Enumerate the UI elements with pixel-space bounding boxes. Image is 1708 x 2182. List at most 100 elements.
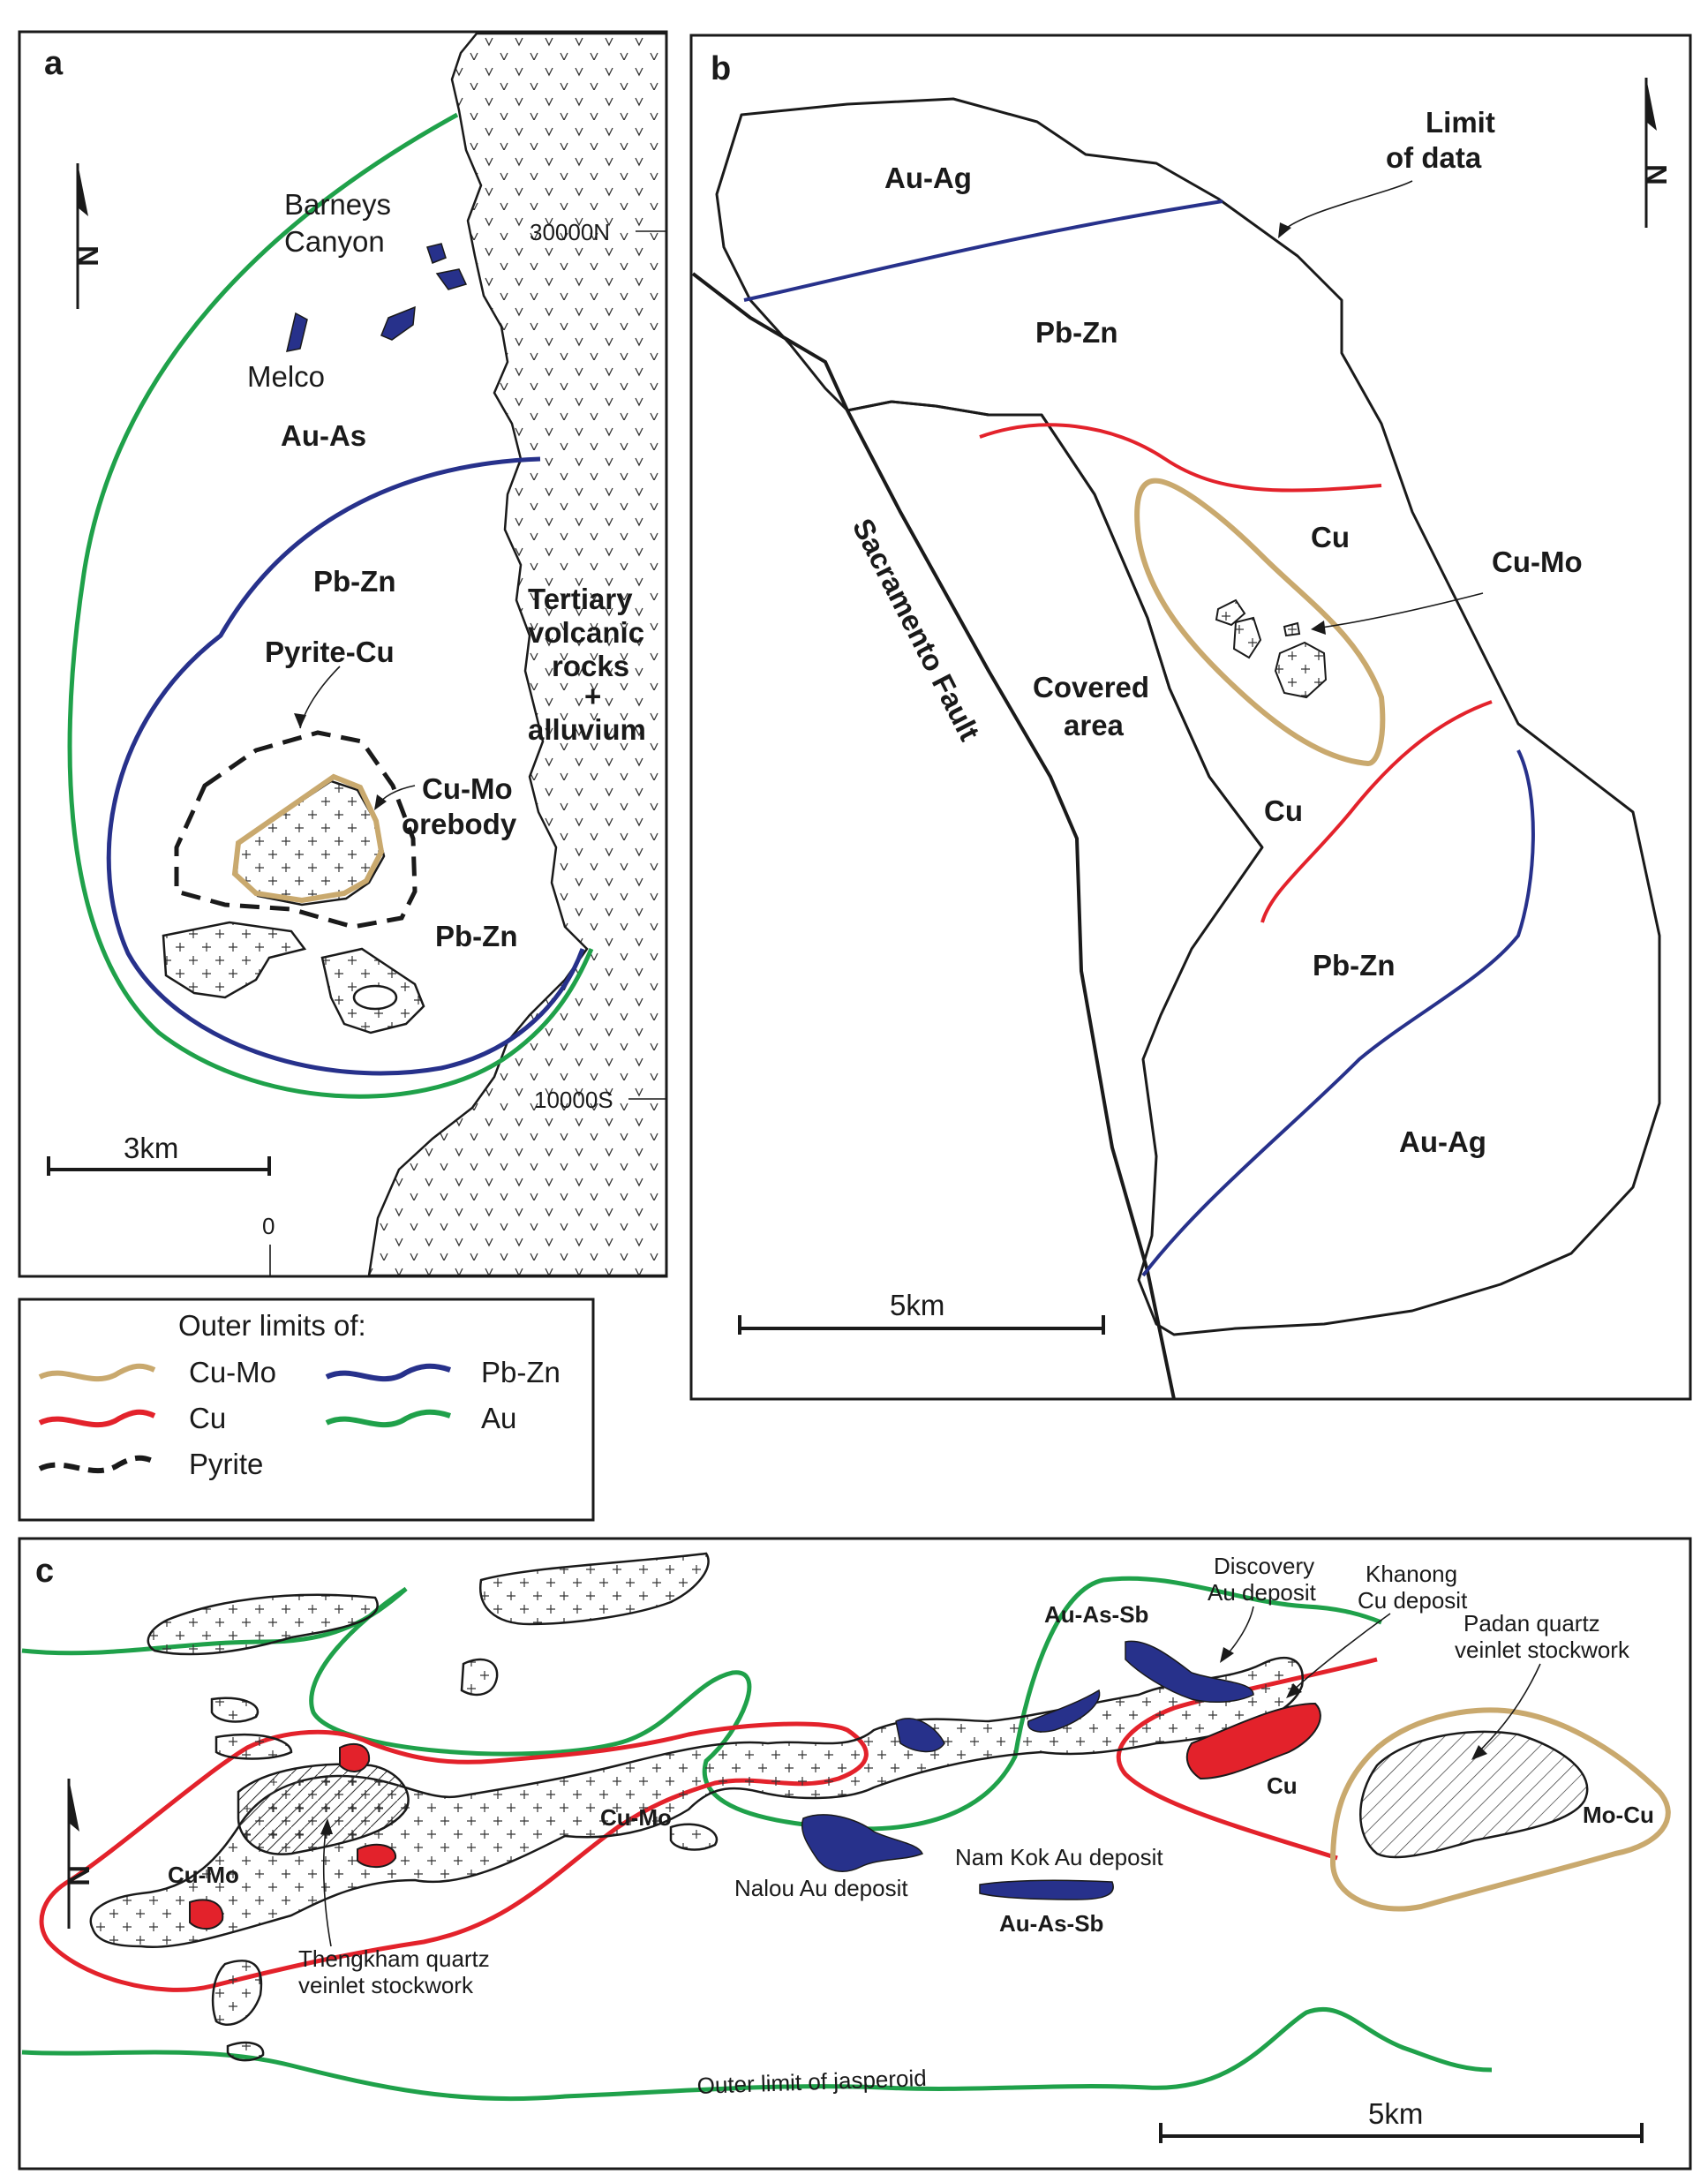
au-deposit-c xyxy=(895,1718,945,1753)
limit-of-data-outline xyxy=(715,97,1661,1336)
leader-arrow xyxy=(1279,180,1413,235)
arrowhead xyxy=(1311,621,1326,635)
intrusive-body-c xyxy=(478,1552,710,1626)
khanong-label: Khanong xyxy=(1366,1561,1457,1587)
pb-zn-lower-label: Pb-Zn xyxy=(435,920,517,952)
khanong-label: Cu deposit xyxy=(1358,1587,1468,1614)
cu-mo-intrusive xyxy=(1283,621,1301,637)
cu-mo-intrusive xyxy=(1274,641,1328,699)
mo-cu-label: Mo-Cu xyxy=(1583,1802,1654,1828)
nalou-label: Nalou Au deposit xyxy=(734,1875,908,1901)
north-arrow: N xyxy=(71,163,104,309)
covered-area-label: area xyxy=(1064,709,1125,741)
legend-swatch-cu xyxy=(38,1409,156,1428)
jasperoid-limit xyxy=(21,2006,1493,2102)
scale-label-a: 3km xyxy=(124,1132,178,1164)
padan-stockwork xyxy=(1359,1730,1589,1859)
legend-swatch-au xyxy=(325,1409,451,1428)
intrusive-body xyxy=(162,921,307,999)
grid-label-30000n: 30000N xyxy=(530,219,610,245)
legend-swatch-cu-mo xyxy=(38,1363,156,1382)
pyrite-cu-label: Pyrite-Cu xyxy=(265,636,395,668)
pb-zn-au-ag-boundary xyxy=(1141,749,1535,1277)
cu-mo-left-label: Cu-Mo xyxy=(168,1862,239,1888)
tertiary-label: volcanic xyxy=(528,616,644,649)
cu-mo-intrusive xyxy=(1215,598,1246,627)
intrusive-belt xyxy=(89,1656,1305,1948)
panel-a-letter: a xyxy=(44,45,64,82)
pb-zn-cu-boundary-upper xyxy=(979,423,1382,493)
scale-label-b: 5km xyxy=(890,1289,944,1321)
legend-label-cu-mo: Cu-Mo xyxy=(189,1356,276,1388)
arrowhead xyxy=(1286,1683,1302,1698)
north-arrow: N xyxy=(63,1779,95,1929)
arrowhead xyxy=(374,794,387,810)
legend-swatch-pb-zn xyxy=(325,1363,451,1382)
au-as-sb-bottom-label: Au-As-Sb xyxy=(999,1910,1103,1937)
intrusive-body-c xyxy=(210,1697,260,1723)
discovery-au-deposit xyxy=(1125,1640,1254,1704)
scale-label-c: 5km xyxy=(1368,2097,1423,2130)
covered-area-label: Covered xyxy=(1033,671,1149,704)
thengkham-stockwork xyxy=(237,1763,410,1855)
legend-swatch-pyrite xyxy=(38,1455,156,1474)
pyrite-limit-line xyxy=(174,730,418,929)
jasperoid-label: Outer limit of jasperoid xyxy=(696,2065,927,2099)
tertiary-label: alluvium xyxy=(528,713,646,746)
pb-zn-top-label: Pb-Zn xyxy=(1035,316,1117,349)
au-as-sb-top-label: Au-As-Sb xyxy=(1044,1601,1148,1628)
scale-bar-b: 5km xyxy=(738,1289,1105,1335)
padan-cu-mo-limit xyxy=(1329,1707,1671,1912)
au-deposit xyxy=(380,305,416,341)
sacramento-fault-line xyxy=(691,272,1176,1400)
tertiary-volcanic-area xyxy=(367,32,668,1277)
au-limit-line xyxy=(67,112,594,1099)
panel-b: b Au-Ag Pb-Zn Limit of data Cu Cu-Mo Cov… xyxy=(689,34,1692,1401)
leader-arrow xyxy=(1288,1613,1391,1696)
cu-mo-label: Cu-Mo xyxy=(1492,546,1583,578)
pb-zn-limit-line xyxy=(106,456,585,1076)
intrusive-body-c xyxy=(460,1658,499,1697)
north-arrow: N xyxy=(1640,78,1673,228)
intrusive-body-c xyxy=(214,1733,293,1760)
au-limit-upper xyxy=(21,1576,1382,1832)
intrusive-body-inner xyxy=(352,984,398,1011)
cu-mo-orebody-label: Cu-Mo xyxy=(422,772,513,805)
legend-title: Outer limits of: xyxy=(178,1309,366,1342)
intrusive-body-c xyxy=(147,1593,379,1656)
thengkham-label: veinlet stockwork xyxy=(298,1972,474,1998)
tertiary-label: Tertiary xyxy=(528,583,633,615)
legend-label-pyrite: Pyrite xyxy=(189,1448,263,1480)
legend-label-cu: Cu xyxy=(189,1402,226,1434)
intrusive-body-c xyxy=(669,1823,719,1851)
cu-deposit xyxy=(339,1742,371,1772)
leader-arrow xyxy=(1314,592,1484,629)
scale-bar-c: 5km xyxy=(1159,2097,1644,2143)
thengkham-label: Thengkham quartz xyxy=(298,1945,490,1972)
nam-kok-label: Nam Kok Au deposit xyxy=(955,1844,1163,1870)
tertiary-label: + xyxy=(584,680,601,712)
melco-label: Melco xyxy=(247,360,325,393)
cu-deposit xyxy=(189,1899,224,1930)
au-ag-top-label: Au-Ag xyxy=(884,162,972,194)
scale-bar-a: 3km xyxy=(47,1132,271,1176)
intrusive-body-c xyxy=(226,2041,265,2062)
pb-zn-bottom-label: Pb-Zn xyxy=(1313,949,1395,982)
pb-zn-upper-label: Pb-Zn xyxy=(313,565,395,598)
north-label: N xyxy=(63,1865,95,1886)
au-as-label: Au-As xyxy=(281,419,366,452)
nalou-au-deposit xyxy=(801,1814,923,1872)
arrowhead xyxy=(1471,1745,1487,1760)
cu-mo-center-label: Cu-Mo xyxy=(600,1804,672,1831)
cu-deposit xyxy=(357,1843,397,1869)
legend: Outer limits of: Cu-Mo Cu Pyrite Pb-Zn A… xyxy=(18,1298,595,1522)
panel-b-letter: b xyxy=(711,50,731,87)
north-label: N xyxy=(71,245,104,267)
barneys-canyon-label: Barneys xyxy=(284,188,391,221)
arrowhead xyxy=(294,713,306,728)
panel-a: a N 30000N 10000S xyxy=(18,30,668,1278)
origin-label: 0 xyxy=(262,1213,275,1239)
padan-label: Padan quartz xyxy=(1463,1610,1600,1636)
cu-upper-label: Cu xyxy=(1311,521,1350,553)
barneys-canyon-deposit xyxy=(426,243,447,264)
